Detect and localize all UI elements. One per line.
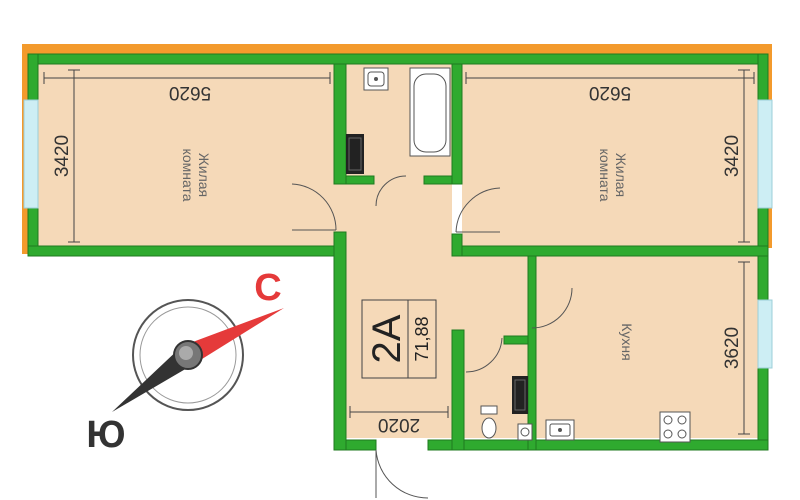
dim-right-height: 3420	[722, 135, 743, 177]
door-bathroom	[375, 175, 407, 207]
bathtub-icon	[409, 67, 451, 157]
windows	[23, 99, 773, 369]
dim-kitchen-height: 3620	[722, 327, 743, 369]
compass: С Ю	[86, 267, 284, 456]
wardrobe-icon	[346, 134, 364, 174]
room-label-right-line1: Жилая	[613, 153, 629, 197]
apartment-type: 2А	[365, 314, 409, 363]
window-left	[23, 99, 39, 209]
walls	[27, 53, 769, 451]
wardrobe-icon	[512, 376, 528, 414]
dim-right-width: 5620	[589, 82, 631, 103]
room-label-right-line2: комната	[597, 149, 613, 202]
room-label-left-line2: комната	[180, 149, 196, 202]
dimension-lines	[43, 69, 755, 435]
door-kitchen	[531, 287, 573, 329]
compass-needle-south	[112, 346, 194, 412]
window-right-top	[757, 99, 773, 209]
compass-south-label: Ю	[86, 414, 125, 456]
toilet-icon	[480, 405, 498, 439]
dim-hall-width: 2020	[378, 414, 420, 435]
doors	[291, 175, 573, 499]
dim-left-width: 5620	[169, 82, 211, 103]
sink-icon	[545, 419, 575, 441]
dim-left-height: 3420	[52, 135, 73, 177]
sink-icon	[363, 67, 389, 91]
door-left-room	[291, 183, 337, 231]
compass-needle-north	[182, 308, 284, 364]
door-wc	[465, 337, 503, 373]
entrance-door	[375, 449, 429, 499]
compass-north-label: С	[254, 267, 281, 309]
sink-icon	[517, 423, 533, 441]
room-label-left-line1: Жилая	[196, 153, 212, 197]
apartment-tag: 2А 71,88	[361, 299, 437, 379]
stove-icon	[659, 411, 691, 443]
door-right-room	[455, 187, 501, 233]
window-right-bottom	[757, 299, 773, 369]
apartment-area: 71,88	[412, 316, 432, 361]
room-label-kitchen: Кухня	[619, 323, 635, 360]
